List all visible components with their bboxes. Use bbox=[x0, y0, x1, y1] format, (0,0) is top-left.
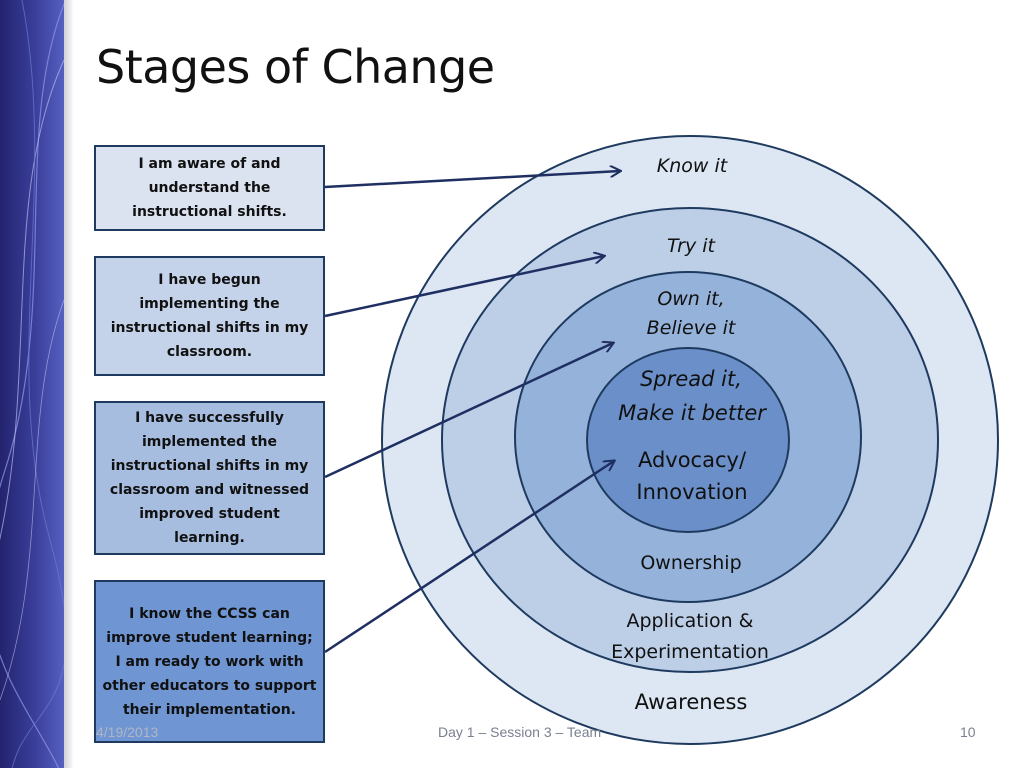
stage-label-make-it-better: Make it better bbox=[618, 401, 767, 425]
ring-advocacy bbox=[586, 347, 790, 533]
arrow-ownership bbox=[324, 343, 613, 479]
ring-name-application: Application & bbox=[626, 610, 753, 632]
arrow-awareness bbox=[324, 171, 620, 189]
stage-label-own-it: Own it, bbox=[657, 288, 724, 310]
stage-label-spread-it: Spread it, bbox=[640, 367, 742, 391]
stage-box-application: I have begun implementing the instructio… bbox=[94, 256, 325, 376]
arrow-application bbox=[324, 256, 604, 318]
ring-name-awareness: Awareness bbox=[635, 690, 748, 714]
page-number: 10 bbox=[960, 724, 976, 740]
ring-name-experimentation: Experimentation bbox=[611, 641, 769, 663]
stage-box-advocacy: I know the CCSS can improve student lear… bbox=[94, 580, 325, 743]
stage-label-believe-it: Believe it bbox=[647, 317, 737, 339]
arrow-advocacy bbox=[324, 461, 614, 654]
footer-session: Day 1 – Session 3 – Team bbox=[438, 724, 602, 740]
side-band-shadow bbox=[64, 0, 74, 768]
stage-box-awareness: I am aware of and understand the instruc… bbox=[94, 145, 325, 231]
stage-box-ownership: I have successfully implemented the inst… bbox=[94, 401, 325, 555]
stage-label-know-it: Know it bbox=[657, 155, 729, 177]
ring-name-innovation: Innovation bbox=[636, 480, 747, 504]
decorative-side-band bbox=[0, 0, 64, 768]
footer-date: 4/19/2013 bbox=[96, 724, 159, 740]
ring-name-advocacy: Advocacy/ bbox=[638, 448, 747, 472]
ring-name-ownership: Ownership bbox=[640, 552, 741, 574]
stage-label-try-it: Try it bbox=[667, 235, 717, 257]
slide-title: Stages of Change bbox=[96, 40, 495, 94]
